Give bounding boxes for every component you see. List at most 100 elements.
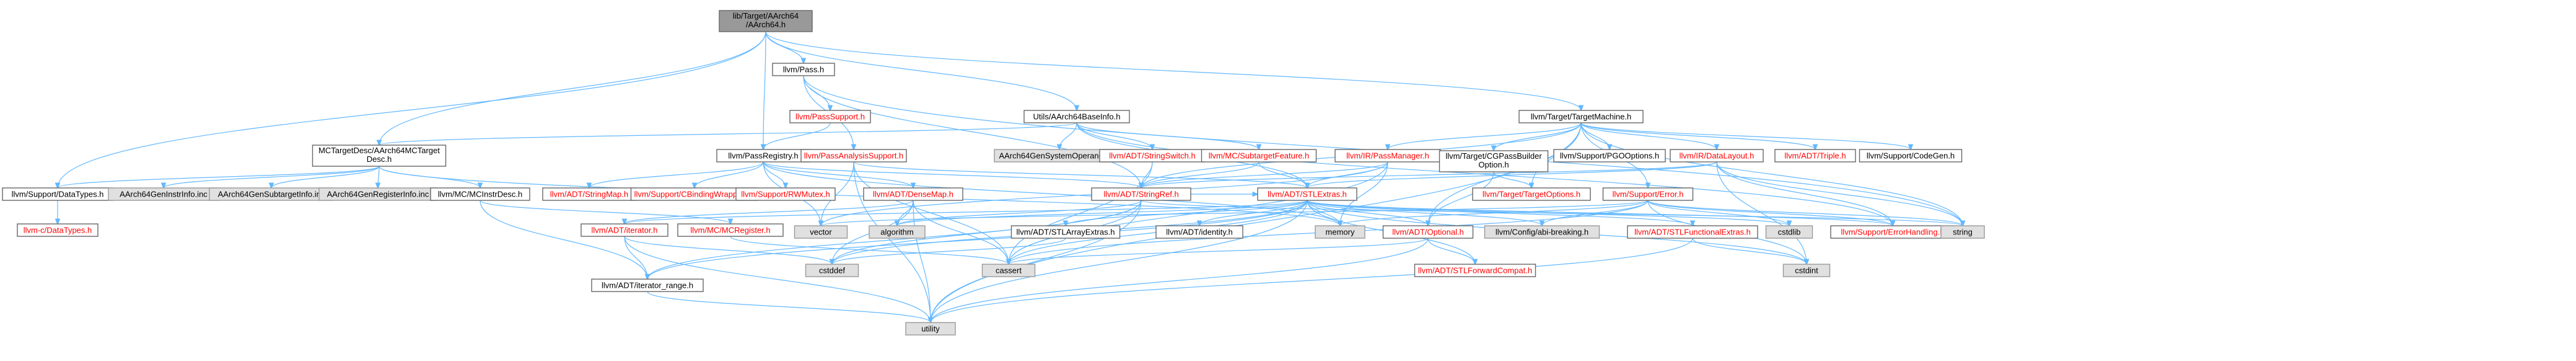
node-box xyxy=(805,264,859,277)
node-stlextras[interactable]: llvm/ADT/STLExtras.h xyxy=(1257,187,1357,201)
node-stringref[interactable]: llvm/ADT/StringRef.h xyxy=(1091,187,1191,201)
node-label: llvm/ADT/StringMap.h xyxy=(550,190,628,199)
node-genregister[interactable]: AArch64GenRegisterInfo.inc xyxy=(318,187,437,201)
edge-iterator-to-cstddef xyxy=(624,236,832,264)
edge-root-to-targetmachine xyxy=(765,31,1581,110)
edges-layer xyxy=(58,31,1963,323)
edge-utils-to-mctargetdesc xyxy=(379,122,1077,145)
edge-error-to-errorhandling xyxy=(1647,200,1893,226)
node-box xyxy=(1257,187,1357,201)
node-utils[interactable]: Utils/AArch64BaseInfo.h xyxy=(1023,110,1130,123)
node-cstdlib[interactable]: cstdlib xyxy=(1765,225,1813,239)
node-passregistry[interactable]: llvm/PassRegistry.h xyxy=(716,149,810,163)
node-label: /AArch64.h xyxy=(746,20,786,29)
node-label: llvm/ADT/STLFunctionalExtras.h xyxy=(1634,228,1751,237)
node-iterator[interactable]: llvm/ADT/iterator.h xyxy=(580,223,668,237)
node-memory[interactable]: memory xyxy=(1315,225,1365,239)
node-identity[interactable]: llvm/ADT/identity.h xyxy=(1155,225,1243,239)
node-subtargetfeature[interactable]: llvm/MC/SubtargetFeature.h xyxy=(1201,149,1317,163)
node-utility[interactable]: utility xyxy=(905,322,956,336)
node-label: llvm/ADT/Optional.h xyxy=(1392,228,1464,237)
node-label: llvm/PassRegistry.h xyxy=(728,151,798,161)
edge-error-to-memory xyxy=(1340,200,1649,226)
node-geninstr[interactable]: AArch64GenInstrInfo.inc xyxy=(108,187,219,201)
edge-passregistry-to-stringmap xyxy=(589,161,764,188)
edge-mcinstrdesc-to-mcregister xyxy=(480,200,730,224)
node-gensubtarget[interactable]: AArch64GenSubtargetInfo.inc xyxy=(209,187,334,201)
node-targetoptions[interactable]: llvm/Target/TargetOptions.h xyxy=(1472,187,1591,201)
node-passmanager[interactable]: llvm/IR/PassManager.h xyxy=(1334,149,1441,163)
edge-mctargetdesc-to-gensubtarget xyxy=(271,166,380,188)
edge-stringswitch-to-cassert xyxy=(1009,161,1153,264)
node-abibreaking[interactable]: llvm/Config/abi-breaking.h xyxy=(1484,225,1600,239)
node-errorhandling[interactable]: llvm/Support/ErrorHandling.h xyxy=(1830,225,1955,239)
node-box xyxy=(1553,149,1666,163)
edge-root-to-pass xyxy=(765,31,804,63)
edge-targetmachine-to-cgpassbuilder xyxy=(1494,122,1582,151)
node-box xyxy=(1472,187,1591,201)
node-vector[interactable]: vector xyxy=(794,225,848,239)
node-label: llvm/ADT/identity.h xyxy=(1166,228,1232,237)
edge-datalayout-to-string xyxy=(1716,161,1963,226)
node-cbinding[interactable]: llvm/Support/CBindingWrapping.h xyxy=(630,187,759,201)
node-label: llvm/Support/PGOOptions.h xyxy=(1560,151,1659,161)
node-passsupport[interactable]: llvm/PassSupport.h xyxy=(789,110,871,123)
node-box xyxy=(1382,225,1474,239)
node-label: AArch64GenSubtargetInfo.inc xyxy=(218,190,325,199)
node-cstdint[interactable]: cstdint xyxy=(1782,264,1831,277)
node-box xyxy=(1940,225,1985,239)
node-mcinstrdesc[interactable]: llvm/MC/MCInstrDesc.h xyxy=(430,187,530,201)
edge-stlfunctional-to-utility xyxy=(931,238,1693,323)
node-box xyxy=(1602,187,1694,201)
node-cassert[interactable]: cassert xyxy=(981,264,1036,277)
node-cstddef[interactable]: cstddef xyxy=(805,264,859,277)
node-targetmachine[interactable]: llvm/Target/TargetMachine.h xyxy=(1518,110,1644,123)
node-label: memory xyxy=(1326,228,1355,237)
node-triple[interactable]: llvm/ADT/Triple.h xyxy=(1774,149,1856,163)
node-stringmap[interactable]: llvm/ADT/StringMap.h xyxy=(542,187,636,201)
node-algorithm[interactable]: algorithm xyxy=(869,225,926,239)
node-optional[interactable]: llvm/ADT/Optional.h xyxy=(1382,225,1474,239)
node-pass[interactable]: llvm/Pass.h xyxy=(772,63,835,76)
node-label: llvm/MC/MCInstrDesc.h xyxy=(438,190,523,199)
node-stlarrayextras[interactable]: llvm/ADT/STLArrayExtras.h xyxy=(1010,225,1121,239)
node-stringswitch[interactable]: llvm/ADT/StringSwitch.h xyxy=(1099,149,1206,163)
node-pgooptions[interactable]: llvm/Support/PGOOptions.h xyxy=(1553,149,1666,163)
node-passanalysissupport[interactable]: llvm/PassAnalysisSupport.h xyxy=(800,149,907,163)
edge-stlextras-to-cstdlib xyxy=(1307,200,1789,226)
node-stlfunctional[interactable]: llvm/ADT/STLFunctionalExtras.h xyxy=(1627,225,1758,239)
node-label: MCTargetDesc/AArch64MCTarget xyxy=(318,146,440,155)
node-rwmutex[interactable]: llvm/Support/RWMutex.h xyxy=(735,187,836,201)
node-codegen[interactable]: llvm/Support/CodeGen.h xyxy=(1859,149,1963,163)
node-box xyxy=(789,110,871,123)
node-box xyxy=(1023,110,1130,123)
node-iterator_range[interactable]: llvm/ADT/iterator_range.h xyxy=(591,279,704,292)
node-densemap[interactable]: llvm/ADT/DenseMap.h xyxy=(863,187,963,201)
node-label: AArch64GenRegisterInfo.inc xyxy=(327,190,429,199)
node-box xyxy=(1627,225,1758,239)
node-mcregister[interactable]: llvm/MC/MCRegister.h xyxy=(677,223,784,237)
node-box xyxy=(591,279,704,292)
node-stlforward[interactable]: llvm/ADT/STLForwardCompat.h xyxy=(1414,264,1536,277)
node-label: llvm/PassAnalysisSupport.h xyxy=(804,151,903,161)
node-datalayout[interactable]: llvm/IR/DataLayout.h xyxy=(1670,149,1764,163)
node-label: llvm/IR/DataLayout.h xyxy=(1680,151,1755,161)
node-datatypes[interactable]: llvm/Support/DataTypes.h xyxy=(2,187,113,201)
edge-cgpassbuilder-to-targetoptions xyxy=(1493,171,1531,188)
node-box xyxy=(1201,149,1317,163)
node-label: llvm/Pass.h xyxy=(783,65,824,74)
node-box xyxy=(869,225,926,239)
node-string[interactable]: string xyxy=(1940,225,1985,239)
edge-passregistry-to-memory xyxy=(763,161,1340,226)
node-label: string xyxy=(1953,228,1973,237)
node-box xyxy=(1670,149,1764,163)
node-label: llvm/ADT/StringSwitch.h xyxy=(1109,151,1195,161)
node-box xyxy=(794,225,848,239)
node-box xyxy=(1859,149,1963,163)
node-cdatatypes[interactable]: llvm-c/DataTypes.h xyxy=(17,223,99,237)
node-error[interactable]: llvm/Support/Error.h xyxy=(1602,187,1694,201)
edge-datalayout-to-stringref xyxy=(1141,161,1717,188)
edge-stlextras-to-utility xyxy=(931,200,1308,323)
